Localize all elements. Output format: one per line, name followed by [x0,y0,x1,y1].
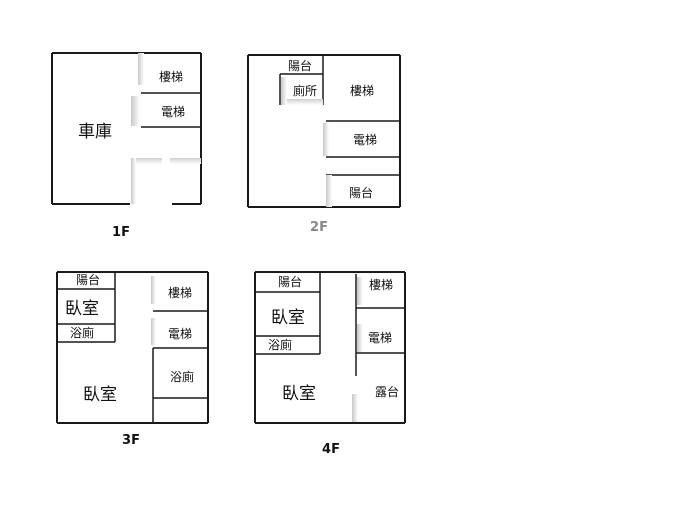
floor-label: 1F [112,225,130,240]
room-balcony: 陽台 [278,274,302,289]
floor-2-plan: 陽台 廁所 樓梯 電梯 陽台 2F [247,54,401,235]
room-stairs: 樓梯 [168,285,192,300]
room-stairs: 樓梯 [350,83,374,98]
floor-1-plan: 車庫 樓梯 電梯 1F [51,52,202,240]
room-balcony-top: 陽台 [288,58,312,73]
room-garage: 車庫 [78,122,112,142]
room-bath: 浴廁 [268,337,292,352]
floor-3-plan: 陽台 臥室 浴廁 臥室 樓梯 電梯 浴廁 3F [56,271,209,448]
room-toilet: 廁所 [293,83,317,98]
floor-4-plan: 陽台 臥室 浴廁 臥室 樓梯 電梯 露台 4F [254,271,406,457]
room-bedroom-large: 臥室 [83,385,117,405]
room-elevator: 電梯 [368,331,392,345]
room-stairs: 樓梯 [369,277,393,292]
room-balcony-bottom: 陽台 [349,185,373,200]
room-bedroom-large: 臥室 [282,384,316,404]
room-bedroom-small: 臥室 [271,308,305,328]
room-bedroom-small: 臥室 [65,299,99,319]
room-bath-right: 浴廁 [170,369,194,384]
room-balcony: 陽台 [76,272,100,287]
room-elevator: 電梯 [168,327,192,341]
room-bath-left: 浴廁 [70,325,94,340]
floor-label: 2F [310,220,328,235]
floor-label: 3F [122,433,140,448]
floor-label: 4F [322,442,340,457]
room-terrace: 露台 [375,384,399,399]
room-elevator: 電梯 [353,133,377,147]
room-stairs: 樓梯 [159,69,183,84]
room-elevator: 電梯 [161,105,185,119]
